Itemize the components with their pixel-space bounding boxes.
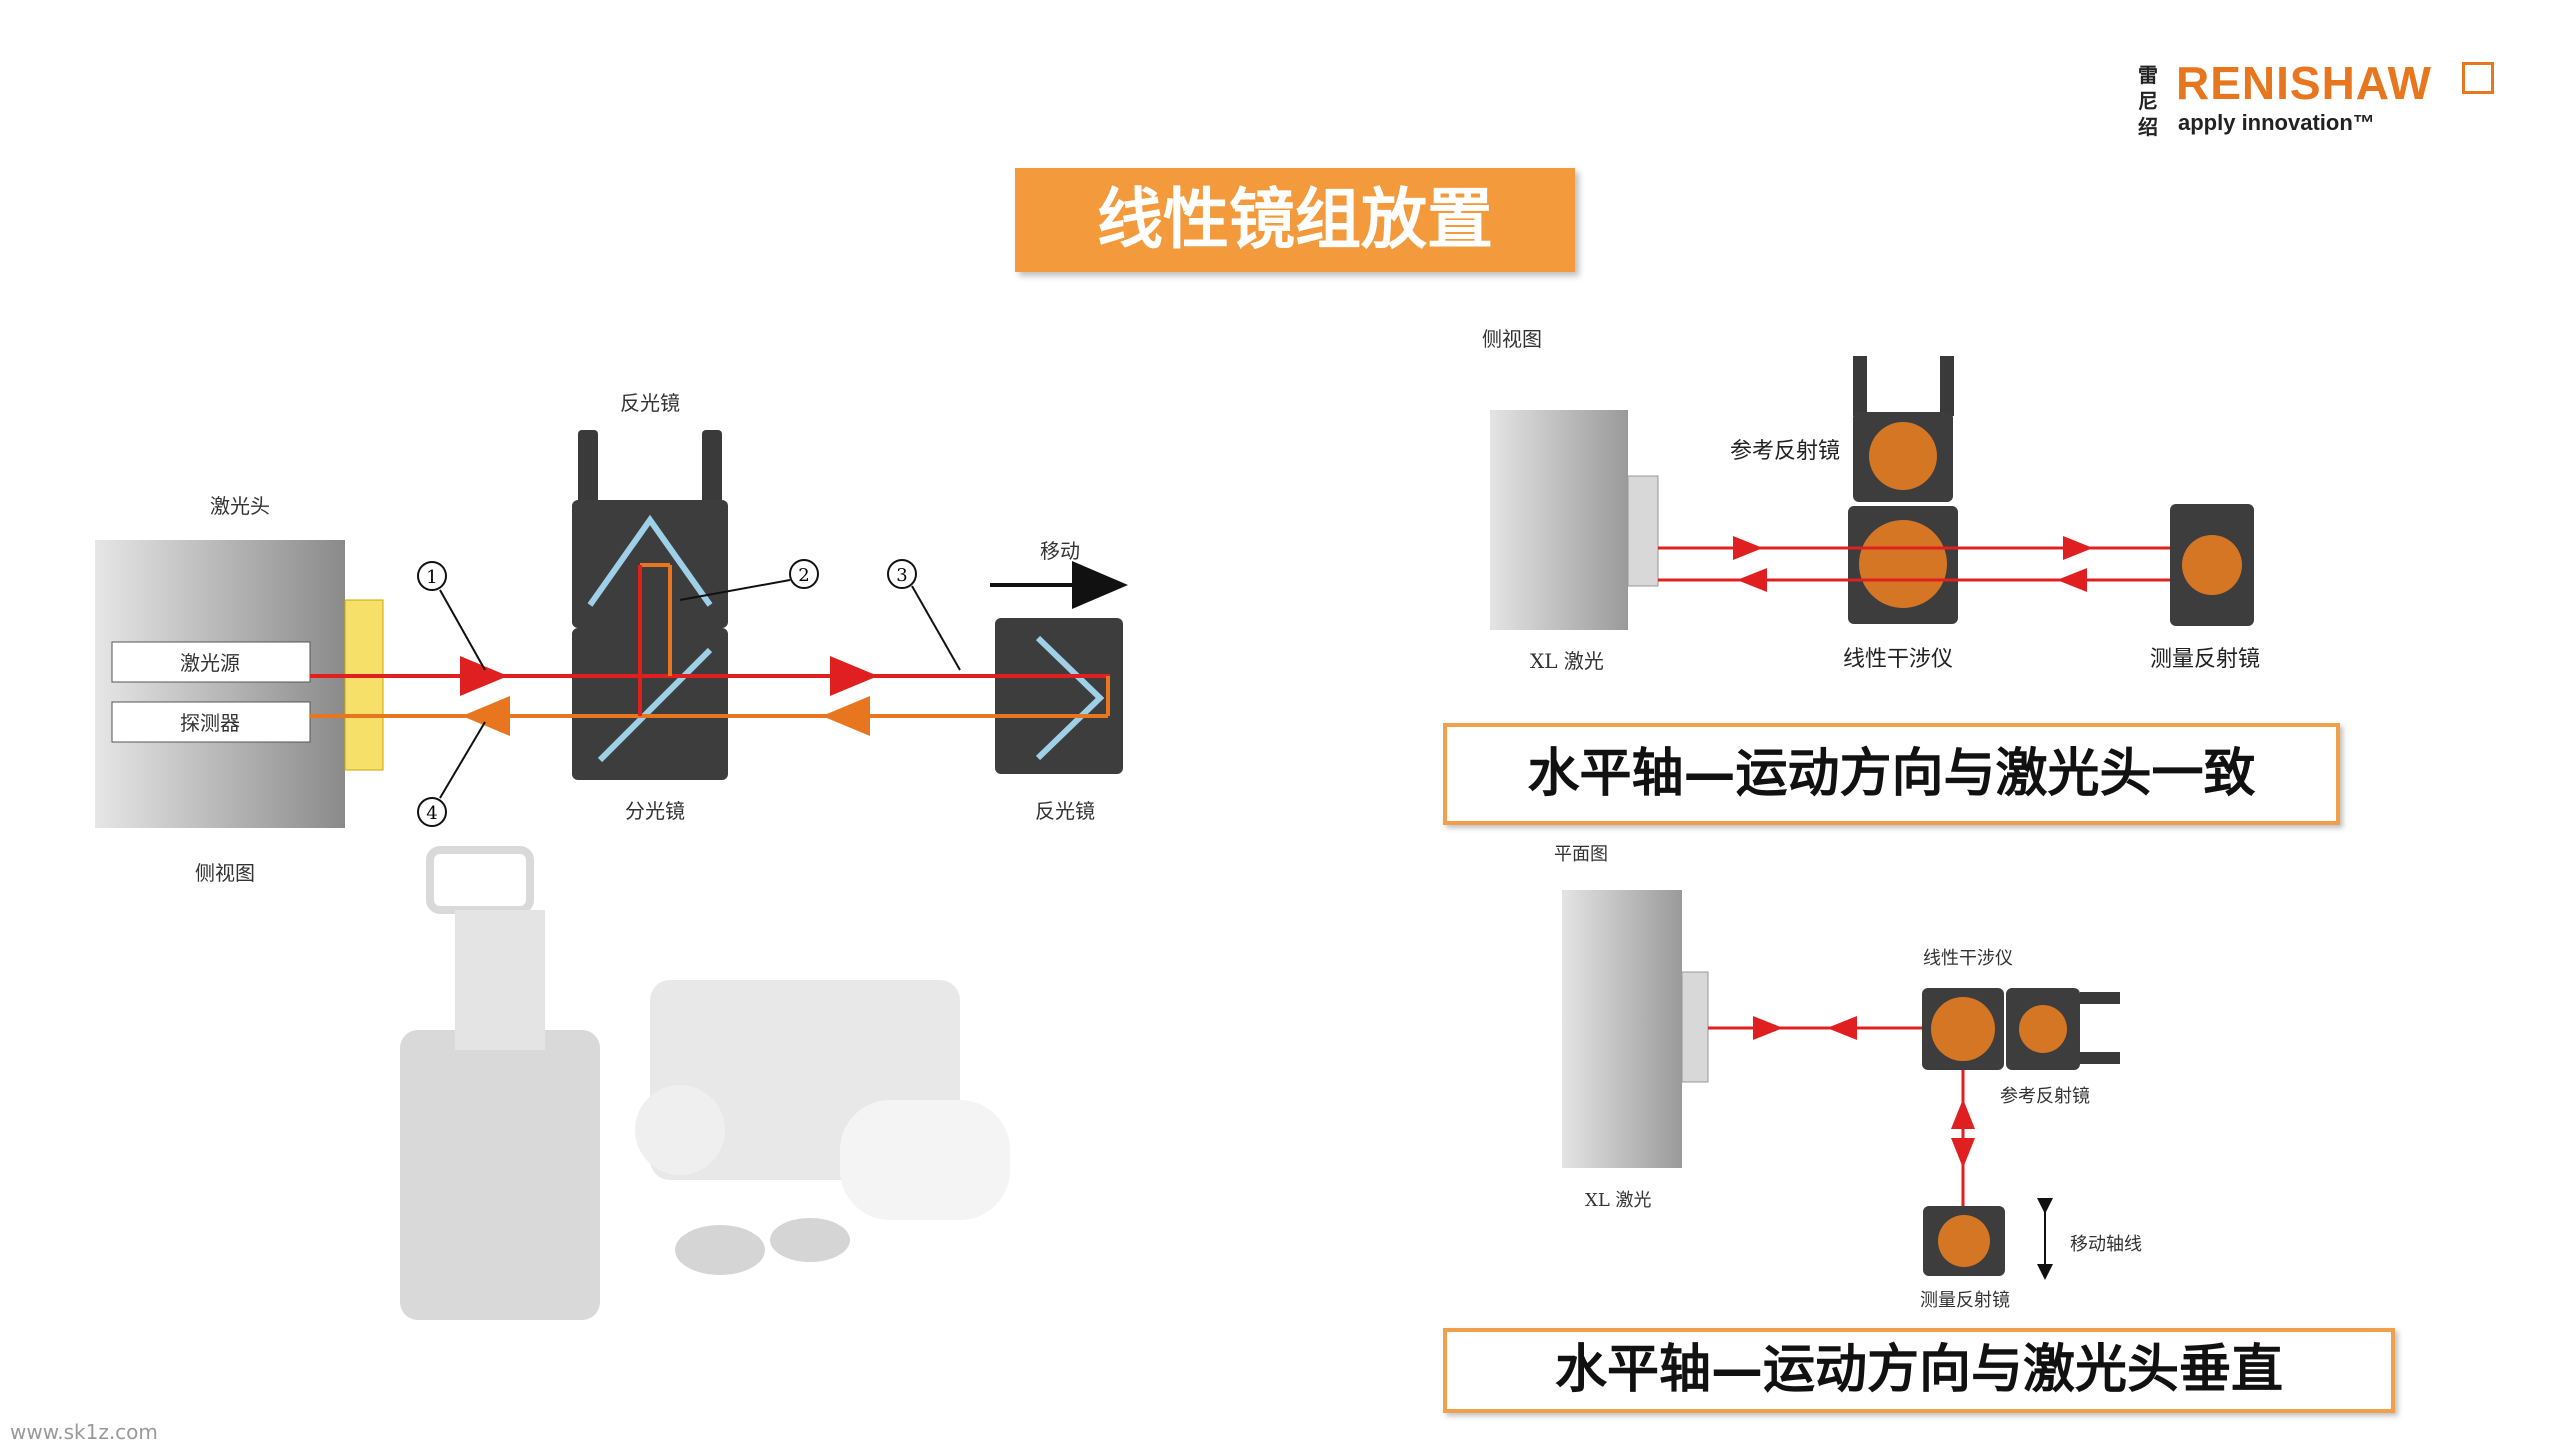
label-xl-laser-plan: XL 激光 — [1585, 1190, 1652, 1211]
label-xl-laser-top: XL 激光 — [1530, 649, 1604, 673]
label-move-axis: 移动轴线 — [2070, 1234, 2142, 1255]
slide-title: 线性镜组放置 — [1015, 168, 1575, 272]
watermark: www.sk1z.com — [10, 1420, 158, 1444]
interferometer-plan-logo-icon — [1931, 997, 1995, 1061]
carry-case — [400, 1030, 600, 1320]
label-side-view-top: 侧视图 — [1482, 327, 1542, 351]
label-reference-reflector: 参考反射镜 — [1730, 439, 1840, 464]
label-reflector-top: 反光镜 — [620, 391, 680, 415]
label-measure-reflector-top: 测量反射镜 — [2150, 647, 2260, 672]
marker-4-label: 4 — [426, 803, 437, 824]
marker-2-leader — [679, 579, 791, 601]
measure-reflector-logo-icon — [2182, 535, 2242, 595]
marker-3 — [887, 559, 917, 589]
laser-head-body — [95, 540, 345, 828]
marker-3-leader — [911, 585, 961, 671]
label-reflector-right: 反光镜 — [1035, 799, 1095, 823]
laser-aperture — [344, 599, 384, 771]
xl-laser-plan — [1562, 890, 1682, 1168]
label-beam-splitter: 分光镜 — [625, 799, 685, 823]
compensator — [840, 1100, 1010, 1220]
laser-source-box — [111, 641, 311, 683]
splitter-mirror — [597, 647, 713, 763]
marker-2 — [789, 559, 819, 589]
laser-lens — [635, 1085, 725, 1175]
label-move: 移动 — [1040, 539, 1080, 563]
moving-reflector-mirror — [1035, 635, 1105, 761]
label-measure-reflector-plan: 测量反射镜 — [1920, 1290, 2010, 1311]
logo-tagline: apply innovation™ — [2178, 110, 2375, 135]
marker-4-leader — [439, 721, 486, 799]
label-interferometer-plan: 线性干涉仪 — [1923, 948, 2013, 969]
moving-reflector-block — [995, 618, 1123, 774]
right-top-diagram: 侧视图 XL 激光 参考反射镜 线性干涉仪 测量反射镜 — [1482, 327, 2260, 673]
marker-1-label: 1 — [426, 567, 437, 588]
label-laser-head: 激光头 — [210, 494, 270, 518]
label-laser-source: 激光源 — [180, 651, 240, 675]
sensor-2 — [770, 1218, 850, 1262]
renishaw-logo: 雷尼绍 RENISHAW apply innovation™ — [2138, 54, 2498, 144]
label-side-view: 侧视图 — [195, 861, 255, 885]
logo-chinese: 雷尼绍 — [2138, 63, 2158, 139]
xl-laser-body — [1490, 410, 1628, 630]
logo-brand: RENISHAW — [2176, 57, 2432, 109]
label-reference-reflector-plan: 参考反射镜 — [2000, 1086, 2090, 1107]
right-bottom-diagram: 平面图 XL 激光 线性干涉仪 参考反射镜 测量反射镜 移动轴线 — [1554, 844, 2142, 1311]
case-handle — [426, 846, 534, 914]
ref-plan-stud-bottom — [2080, 1052, 2120, 1064]
interferometer-logo-icon — [1859, 520, 1947, 608]
sensor-1 — [675, 1225, 765, 1275]
xl-laser-plan-aperture — [1681, 971, 1709, 1083]
left-optics-diagram: 激光头 激光源 探测器 侧视图 反光镜 分光镜 反光镜 移动 1 2 3 4 — [95, 391, 1128, 885]
marker-1-leader — [439, 589, 486, 671]
beam-splitter-block — [572, 628, 728, 780]
reference-reflector-logo-icon — [1869, 422, 1937, 490]
marker-4 — [417, 797, 447, 827]
label-plan-view: 平面图 — [1554, 844, 1608, 865]
label-detector: 探测器 — [180, 711, 240, 735]
ref-plan-stud-top — [2080, 992, 2120, 1004]
reflector-stud-left — [578, 430, 598, 510]
ref-stud-left — [1853, 356, 1867, 416]
detector-box — [111, 701, 311, 743]
equipment-photo-faded — [400, 846, 1010, 1320]
measure-reflector-plan-logo-icon — [1938, 1215, 1990, 1267]
laser-unit — [650, 980, 960, 1180]
marker-3-label: 3 — [896, 565, 907, 586]
case-pole — [455, 910, 545, 1050]
reflector-mirror — [587, 514, 713, 607]
label-interferometer-top: 线性干涉仪 — [1843, 647, 1953, 672]
marker-2-label: 2 — [798, 565, 809, 586]
caption-horizontal-same: 水平轴—运动方向与激光头一致 — [1443, 723, 2340, 825]
marker-1 — [417, 561, 447, 591]
ref-stud-right — [1940, 356, 1954, 416]
reference-reflector-plan-logo-icon — [2019, 1005, 2067, 1053]
logo-mark-icon — [2462, 62, 2494, 94]
reflector-stud-right — [702, 430, 722, 510]
xl-laser-aperture — [1627, 475, 1659, 587]
caption-horizontal-perpendicular: 水平轴—运动方向与激光头垂直 — [1443, 1328, 2395, 1413]
